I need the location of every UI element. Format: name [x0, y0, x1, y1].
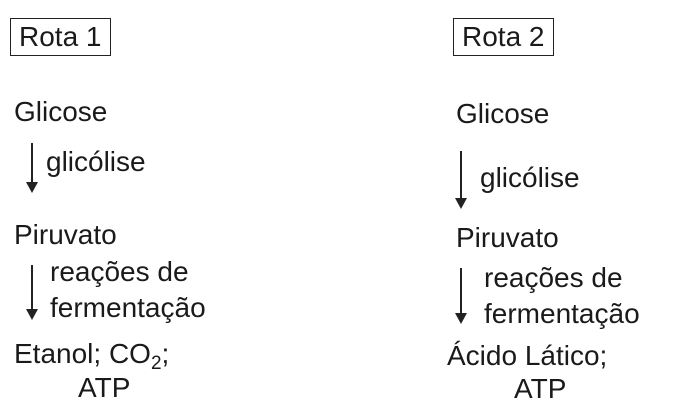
- route-2-products: Ácido Lático;: [447, 340, 608, 371]
- route-1-title-box: Rota 1: [10, 18, 111, 56]
- route-2-title-box: Rota 2: [453, 18, 554, 56]
- route-1-title: Rota 1: [19, 21, 102, 52]
- route-1-glycolysis-label: glicólise: [46, 146, 146, 177]
- route-1-products-main: Etanol; CO: [14, 338, 151, 369]
- route-1-glycolysis-arrow: [26, 143, 38, 193]
- route-2-atp: ATP: [514, 373, 567, 404]
- route-1-fermentation-label-line1: reações de: [50, 256, 189, 287]
- route-1-fermentation-label-line2: fermentação: [50, 292, 206, 323]
- route-2-fermentation-label-line2: fermentação: [484, 298, 640, 329]
- route-2-title: Rota 2: [462, 21, 545, 52]
- route-1-pyruvate: Piruvato: [14, 219, 117, 250]
- route-2-glycolysis-arrow: [455, 151, 467, 209]
- route-2-fermentation-label-line1: reações de: [484, 262, 623, 293]
- route-2-glucose: Glicose: [456, 98, 550, 129]
- route-1-atp: ATP: [78, 372, 131, 403]
- route-1-fermentation-arrow: [26, 265, 38, 320]
- route-2-fermentation-arrow: [455, 268, 467, 324]
- route-1-products-end: ;: [161, 338, 170, 369]
- route-2-glycolysis-label: glicólise: [480, 162, 580, 193]
- route-1-products: Etanol; CO2;: [14, 338, 170, 373]
- route-2-pyruvate: Piruvato: [456, 222, 559, 253]
- route-1-co2-subscript: 2: [150, 353, 162, 374]
- route-1-glucose: Glicose: [14, 96, 108, 127]
